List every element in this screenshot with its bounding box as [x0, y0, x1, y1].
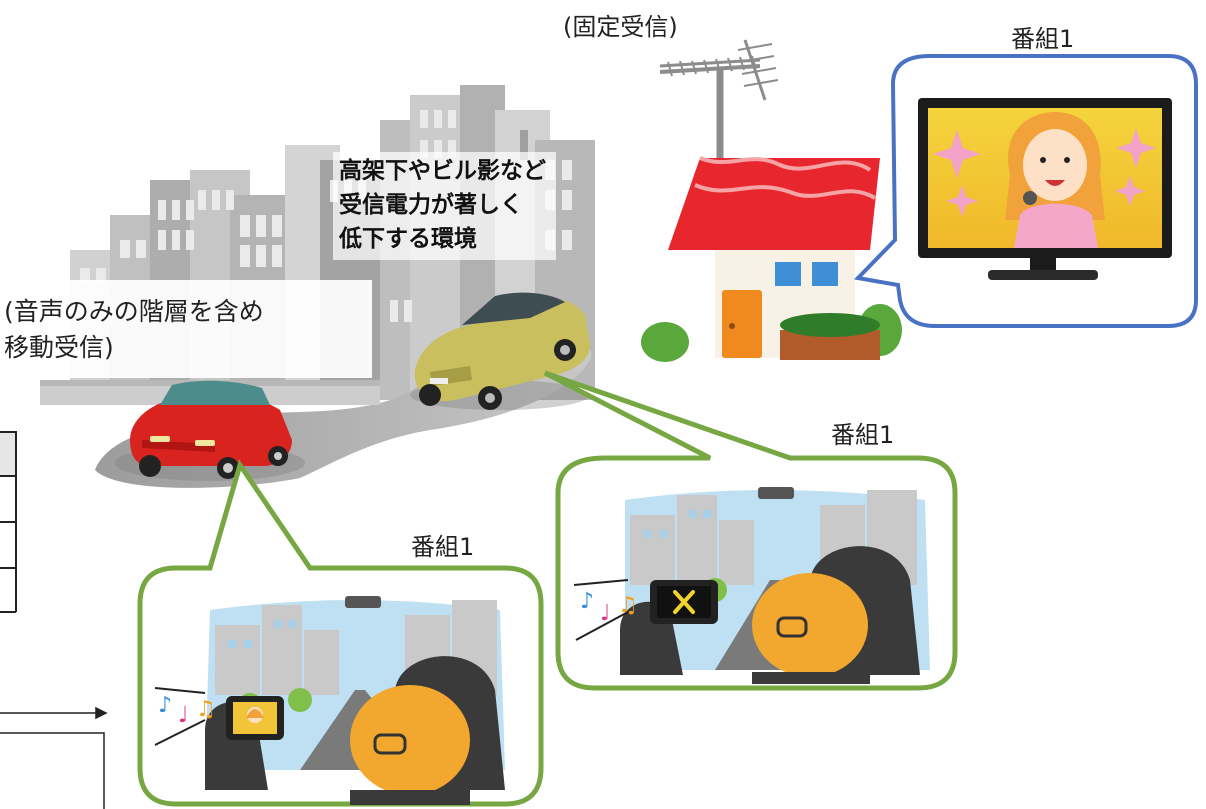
svg-text:♫: ♫ — [618, 593, 638, 618]
svg-text:♫: ♫ — [196, 697, 216, 722]
svg-text:♩: ♩ — [178, 703, 188, 728]
tv-antenna — [659, 39, 779, 160]
svg-text:♩: ♩ — [600, 601, 610, 626]
svg-text:♪: ♪ — [580, 589, 594, 614]
weak-signal-line-3: 低下する環境 — [339, 226, 477, 252]
weak-signal-line-2: 受信電力が著しく — [339, 192, 523, 218]
mobile-reception-note: (音声のみの階層を含め 移動受信) — [0, 280, 372, 378]
arrow-fragment — [0, 706, 108, 809]
table-fragment — [0, 431, 17, 613]
fixed-reception-label: (固定受信) — [563, 13, 678, 41]
mobile-note-line-2: 移動受信) — [4, 333, 114, 362]
house-tv-bubble — [853, 54, 1198, 328]
right-car-bubble: ♪ ♩ ♫ — [543, 370, 958, 691]
left-car-bubble: ♪ ♩ ♫ — [137, 459, 544, 807]
left-car-program-label: 番組1 — [411, 533, 475, 561]
mobile-note-line-1: (音声のみの階層を含め — [4, 297, 264, 326]
house-program-label: 番組1 — [1011, 25, 1075, 53]
right-car-program-label: 番組1 — [831, 421, 895, 449]
svg-text:♪: ♪ — [158, 693, 172, 718]
house — [641, 156, 902, 362]
weak-signal-note: 高架下やビル影など 受信電力が著しく 低下する環境 — [333, 152, 556, 260]
weak-signal-line-1: 高架下やビル影など — [339, 158, 546, 184]
red-car — [115, 380, 305, 481]
